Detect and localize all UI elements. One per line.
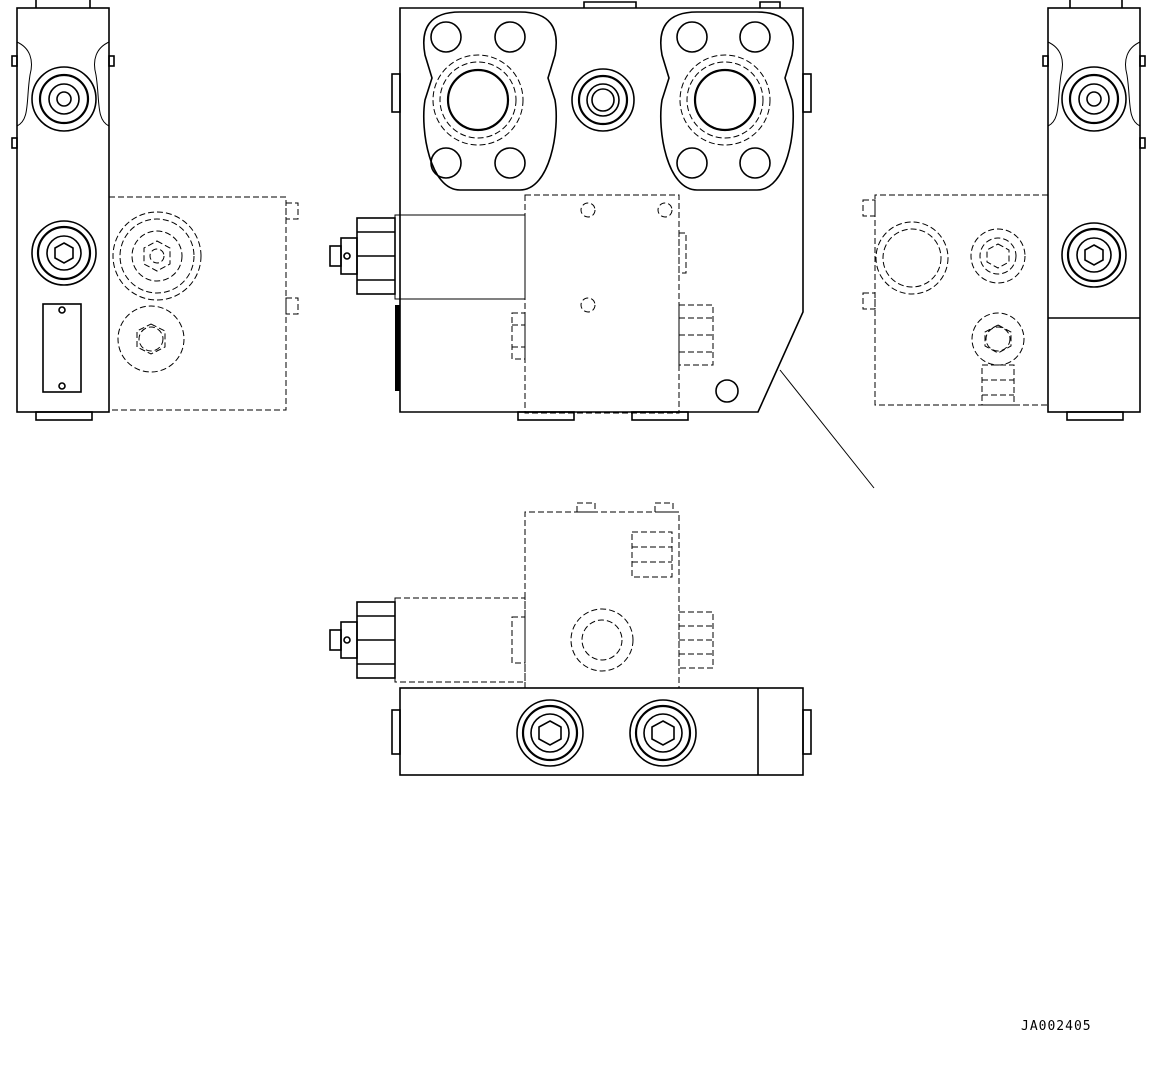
hidden-valve-outline-right xyxy=(862,194,1048,406)
flange-port-right xyxy=(659,11,795,191)
front-view xyxy=(329,1,875,489)
bottom-solenoid-hidden xyxy=(394,502,714,688)
port-plug-top xyxy=(31,66,97,132)
drawing-code: JA002405 xyxy=(1021,1019,1092,1034)
solenoid-coil xyxy=(329,214,526,300)
leader-line xyxy=(779,369,875,489)
bottom-port-plug-left xyxy=(516,699,584,767)
port-plug-top-right xyxy=(1061,66,1127,132)
bottom-port-plug-right xyxy=(629,699,697,767)
port-plug-bottom-right xyxy=(1061,222,1127,288)
bottom-view xyxy=(329,502,812,776)
left-side-view xyxy=(11,0,299,421)
bottom-solenoid-coil xyxy=(329,601,396,679)
flange-port-left xyxy=(422,11,558,191)
center-port-plug xyxy=(571,68,635,132)
hidden-valve-outline-left xyxy=(109,196,299,411)
port-plug-bottom xyxy=(31,220,97,286)
right-side-view xyxy=(862,0,1146,421)
name-plate xyxy=(42,303,82,393)
solenoid-valve-hidden xyxy=(511,194,714,414)
